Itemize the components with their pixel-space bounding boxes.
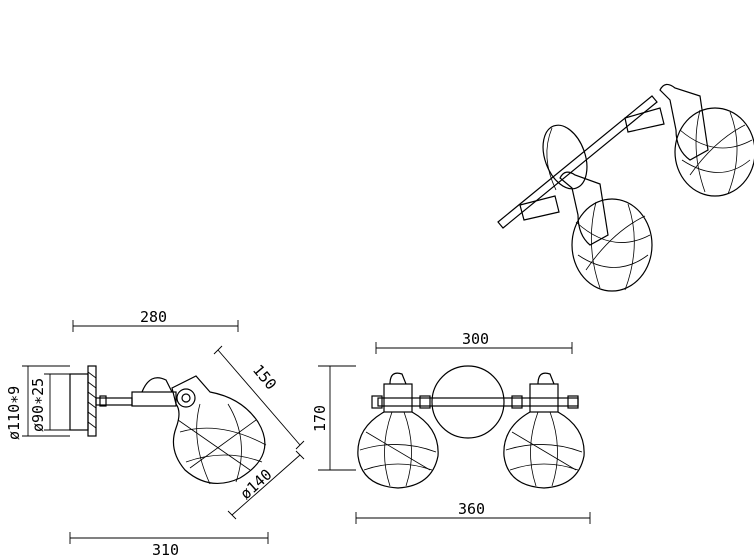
perspective-view xyxy=(497,83,754,292)
front-mount-bar xyxy=(377,397,579,407)
dim-side-bottom-width: 310 xyxy=(152,541,179,558)
dim-side-top-width: 280 xyxy=(140,308,167,326)
dim-front-top-width: 300 xyxy=(462,330,489,348)
front-left-shade xyxy=(357,372,439,489)
dim-front-bottom-width: 360 xyxy=(458,500,485,518)
side-shade xyxy=(171,375,266,485)
dim-plate-inner: ø90∗25 xyxy=(29,378,47,432)
rear-spot xyxy=(624,83,754,197)
wall-plate xyxy=(542,124,588,190)
dim-front-height: 170 xyxy=(311,405,329,432)
front-right-shade xyxy=(503,372,585,489)
front-spot xyxy=(519,171,653,292)
dim-shade-diameter: ø140 xyxy=(237,465,276,503)
mount-bar xyxy=(497,95,658,229)
front-view: 300 170 360 xyxy=(311,330,591,524)
front-wall-plate xyxy=(431,365,505,439)
dim-plate-outer: ø110∗9 xyxy=(5,386,23,440)
dim-shade-length: 150 xyxy=(249,361,280,393)
side-view: 280 310 150 ø140 ø110∗9 ø90∗25 xyxy=(5,308,305,558)
